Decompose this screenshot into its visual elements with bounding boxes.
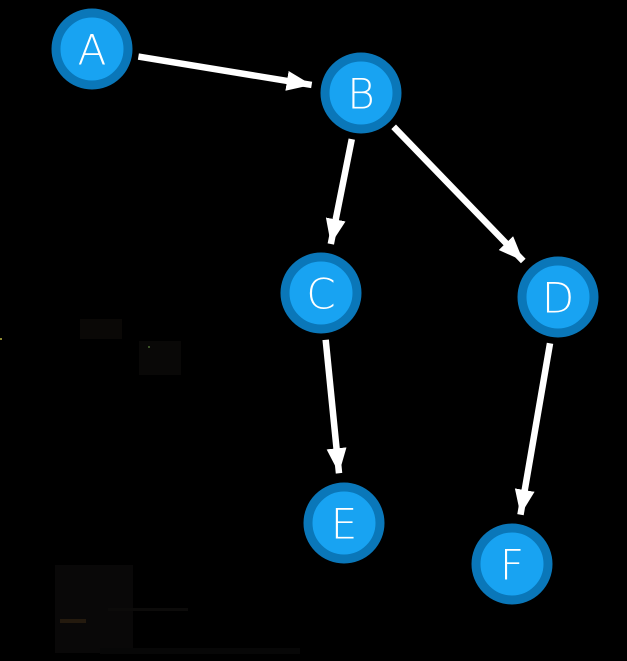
screen-artifact	[108, 608, 188, 611]
screen-artifact	[60, 619, 86, 623]
screen-artifact	[100, 648, 300, 654]
edge-A-B[interactable]	[137, 53, 313, 91]
screen-artifact	[80, 319, 122, 339]
screen-artifact	[0, 338, 2, 340]
edge-B-C[interactable]	[325, 138, 355, 245]
node-circle-D[interactable]	[517, 256, 599, 338]
edge-layer	[137, 53, 554, 516]
screen-artifact	[139, 341, 181, 375]
node-F[interactable]: F	[471, 523, 553, 605]
node-C[interactable]: C	[280, 252, 362, 334]
node-circle-A[interactable]	[51, 8, 133, 90]
edge-B-D[interactable]	[391, 124, 526, 264]
node-A[interactable]: A	[51, 8, 133, 90]
edge-C-E[interactable]	[322, 339, 347, 474]
node-circle-E[interactable]	[303, 482, 385, 564]
artifact-layer	[0, 319, 300, 654]
node-circle-B[interactable]	[320, 52, 402, 134]
node-circle-F[interactable]	[471, 523, 553, 605]
edge-D-F[interactable]	[514, 342, 554, 516]
node-circle-C[interactable]	[280, 252, 362, 334]
node-D[interactable]: D	[517, 256, 599, 338]
node-layer: A B C D E F	[51, 8, 599, 605]
screen-artifact	[148, 346, 150, 348]
node-B[interactable]: B	[320, 52, 402, 134]
node-E[interactable]: E	[303, 482, 385, 564]
